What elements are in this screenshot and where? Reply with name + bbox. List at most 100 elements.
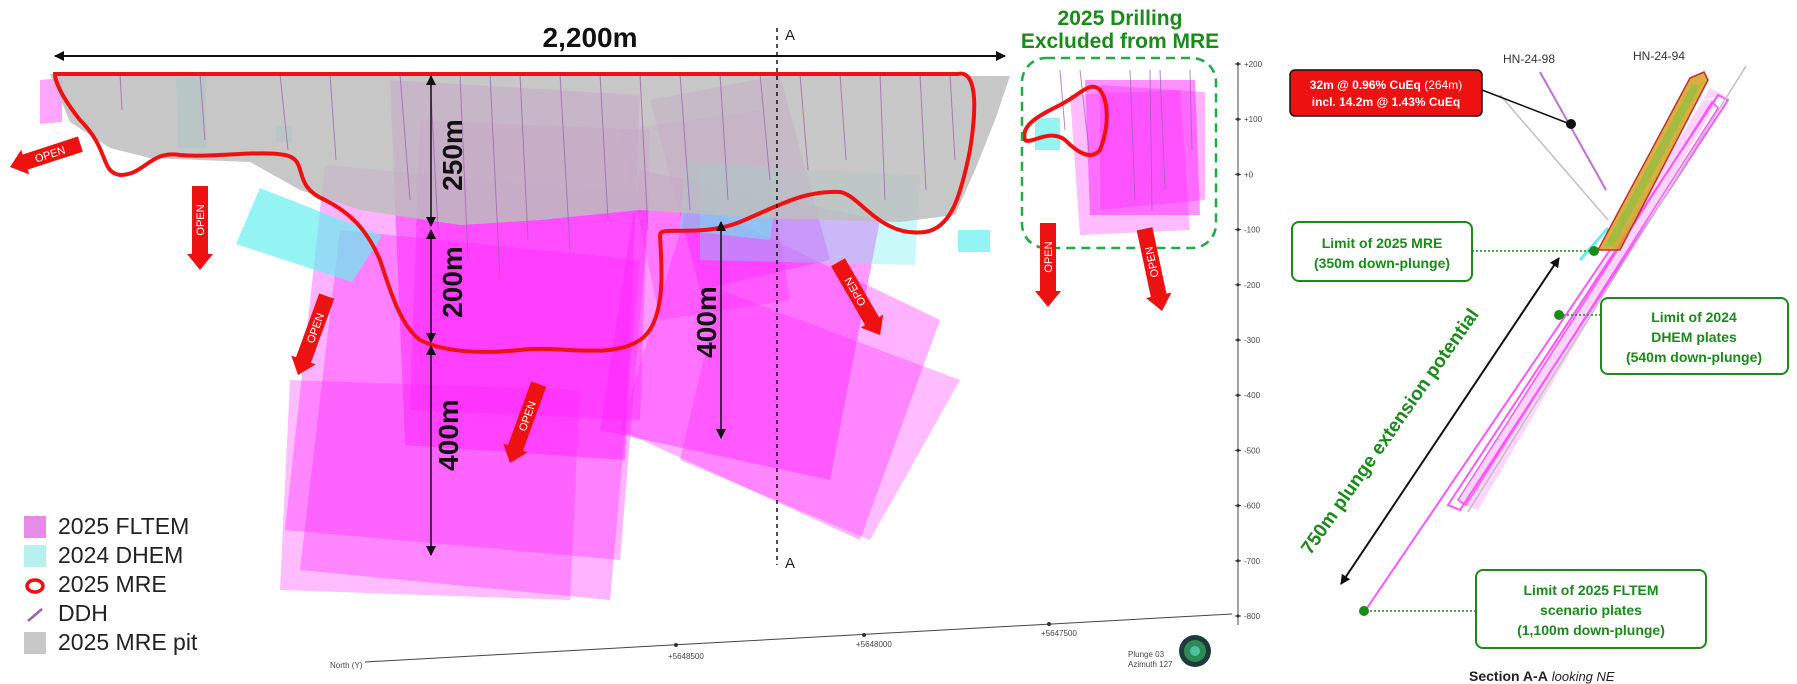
magenta-square-icon xyxy=(24,515,46,538)
legend-label: 2025 FLTEM xyxy=(58,513,190,539)
northing-tick-label: +5647500 xyxy=(1041,629,1077,638)
limit-dhem-line3: (540m down-plunge) xyxy=(1626,349,1762,365)
elevation-tick-dot xyxy=(1236,614,1240,618)
svg-text:OPEN: OPEN xyxy=(195,204,207,235)
legend-item-mre: 2025 MRE xyxy=(24,570,324,599)
excluded-drilling-box xyxy=(1020,56,1218,250)
limit-fltem-marker xyxy=(1359,606,1369,616)
fltem-plate-section xyxy=(1467,65,1747,513)
legend-label: 2025 MRE xyxy=(58,571,167,597)
elevation-tick-label: -300 xyxy=(1244,336,1261,345)
fltem-plate xyxy=(680,290,960,540)
limit-dhem-marker xyxy=(1554,310,1564,320)
northing-tick-label: +5648000 xyxy=(856,640,892,649)
elevation-tick-label: +200 xyxy=(1244,60,1263,69)
limit-fltem-box xyxy=(1475,569,1707,649)
intercept-marker xyxy=(1566,119,1576,129)
limit-mre-line1: Limit of 2025 MRE xyxy=(1322,235,1443,251)
open-arrow: OPEN xyxy=(187,186,213,270)
excluded-title-line1: 2025 Drilling xyxy=(1058,7,1183,30)
intercept-line2: incl. 14.2m @ 1.43% CuEq xyxy=(1312,95,1460,109)
elevation-tick-label: +100 xyxy=(1244,115,1263,124)
elevation-tick-dot xyxy=(1236,504,1240,508)
section-line-label-bottom: A xyxy=(785,555,795,572)
legend: 2025 FLTEM 2024 DHEM 2025 MRE DDH 2025 M… xyxy=(24,512,324,657)
limit-mre-marker xyxy=(1589,246,1599,256)
cyan-square-icon xyxy=(24,544,46,567)
elevation-tick-label: -100 xyxy=(1244,226,1261,235)
limit-dhem-box xyxy=(1600,297,1789,375)
northing-axis: North (Y) +5648500 +5648000 +5647500 xyxy=(330,613,1233,670)
fltem-plate xyxy=(1100,85,1205,210)
red-outline-icon xyxy=(24,574,46,596)
limit-dhem-line2: DHEM plates xyxy=(1651,329,1737,345)
limit-fltem-line3: (1,100m down-plunge) xyxy=(1517,622,1665,638)
elevation-tick-dot xyxy=(1236,283,1240,287)
elevation-tick-dot xyxy=(1236,448,1240,452)
plunge-potential-arrow xyxy=(1340,257,1560,585)
dhem-plate xyxy=(958,230,990,252)
north-label: North (Y) xyxy=(330,661,363,670)
fltem-plate xyxy=(1070,90,1190,235)
open-arrow: OPEN xyxy=(1136,227,1172,311)
depth-label-250m: 250m xyxy=(437,119,468,191)
dhem-plate xyxy=(236,188,382,282)
elevation-tick-dot xyxy=(1236,117,1240,121)
elevation-tick-label: -700 xyxy=(1244,557,1261,566)
hole-label-hn-24-98: HN-24-98 xyxy=(1503,52,1555,66)
excluded-title-line2: Excluded from MRE xyxy=(1021,30,1219,53)
legend-item-ddh: DDH xyxy=(24,599,324,628)
azimuth-label: Azimuth 127 xyxy=(1128,660,1173,669)
elevation-tick-label: +0 xyxy=(1244,170,1254,179)
northing-tick-label: +5648500 xyxy=(668,652,704,661)
purple-line-icon xyxy=(24,603,46,625)
svg-text:OPEN: OPEN xyxy=(1043,241,1055,272)
limit-fltem-line2: scenario plates xyxy=(1540,602,1642,618)
elevation-tick-dot xyxy=(1236,559,1240,563)
elevation-tick-dot xyxy=(1236,338,1240,342)
limit-mre-line2: (350m down-plunge) xyxy=(1314,255,1450,271)
legend-item-pit: 2025 MRE pit xyxy=(24,628,324,657)
legend-label: 2024 DHEM xyxy=(58,542,184,568)
section-a-a-drawing: HN-24-98 HN-24-94 32m @ 0.96% CuEq (264m… xyxy=(1289,49,1789,684)
view-orientation-icon xyxy=(1179,635,1211,667)
legend-item-fltem: 2025 FLTEM xyxy=(24,512,324,541)
section-line-label-top: A xyxy=(785,27,795,44)
elevation-tick-label: -600 xyxy=(1244,502,1261,511)
dhem-plate-section xyxy=(1578,227,1610,261)
plunge-label: Plunge 03 xyxy=(1128,650,1165,659)
drill-trace-section xyxy=(1499,94,1609,221)
intercept-box xyxy=(1289,69,1483,117)
fltem-plate xyxy=(600,170,880,480)
limit-fltem-line1: Limit of 2025 FLTEM xyxy=(1523,582,1658,598)
mre-body-section xyxy=(1605,84,1700,246)
section-title: Section A-A looking NE xyxy=(1469,668,1615,684)
drill-trace-hn-24-98 xyxy=(1539,71,1607,191)
elevation-tick-dot xyxy=(1236,228,1240,232)
elevation-tick-dot xyxy=(1236,172,1240,176)
depth-label-400m-right: 400m xyxy=(691,286,722,358)
elevation-tick-label: -800 xyxy=(1244,612,1261,621)
hole-label-hn-24-94: HN-24-94 xyxy=(1633,49,1685,63)
legend-item-dhem: 2024 DHEM xyxy=(24,541,324,570)
fltem-plate xyxy=(1085,80,1200,215)
grey-square-icon xyxy=(24,631,46,654)
legend-label: DDH xyxy=(58,600,108,626)
intercept-line1: 32m @ 0.96% CuEq (264m) xyxy=(1310,78,1462,92)
open-arrow: OPEN xyxy=(10,136,83,175)
elevation-tick-dot xyxy=(1236,393,1240,397)
width-label: 2,200m xyxy=(543,22,638,53)
elevation-tick-label: -400 xyxy=(1244,391,1261,400)
depth-label-400m-left: 400m xyxy=(433,399,464,471)
plunge-potential-label: 750m plunge extension potential xyxy=(1297,305,1483,558)
mre-outline xyxy=(52,71,977,354)
elevation-tick-label: -200 xyxy=(1244,281,1261,290)
intercept-leader xyxy=(1481,89,1571,125)
depth-label-200m: 200m xyxy=(437,246,468,318)
limit-dhem-line1: Limit of 2024 xyxy=(1651,309,1737,325)
mre-outline-excluded-area xyxy=(1022,84,1109,157)
mre-pit xyxy=(50,74,1010,225)
limit-mre-box xyxy=(1291,221,1473,282)
elevation-tick-label: -500 xyxy=(1244,446,1261,455)
